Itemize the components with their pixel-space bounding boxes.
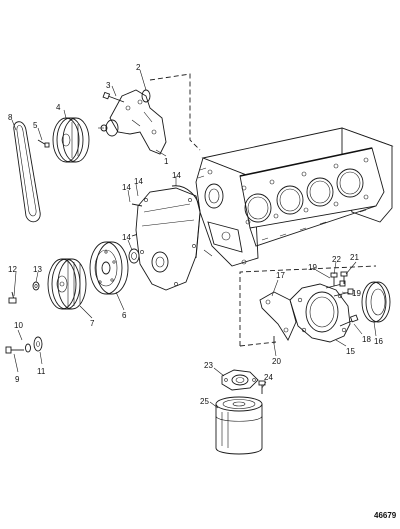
timing-cover-bolt	[131, 203, 143, 207]
water-pump-pulley	[52, 117, 90, 163]
callout-23: 23	[204, 361, 213, 370]
retainer-gasket	[259, 291, 297, 341]
rear-main-seal	[361, 281, 391, 323]
pulley-bolt-12	[8, 291, 17, 304]
balancer-bolt	[5, 346, 24, 354]
callout-19-b: 19	[352, 289, 361, 298]
callout-19-a: 19	[308, 263, 317, 272]
callout-labels: 1 2 3 4 5 6 7 8 9 10 11 12 13 14 14 14 1…	[8, 63, 383, 406]
callout-11: 11	[37, 367, 46, 376]
callout-14-a: 14	[122, 183, 131, 192]
callout-20: 20	[272, 357, 281, 366]
balancer-lock-washer	[25, 343, 31, 353]
callout-24: 24	[264, 373, 273, 382]
callout-18: 18	[362, 335, 371, 344]
callout-15: 15	[346, 347, 355, 356]
callout-13: 13	[33, 265, 42, 274]
pulley-washer	[32, 281, 40, 291]
callout-6: 6	[122, 311, 127, 320]
oil-filter-adapter	[221, 369, 259, 391]
callout-9: 9	[15, 375, 20, 384]
rear-seal-retainer	[289, 283, 351, 343]
callout-16: 16	[374, 337, 383, 346]
callout-14-c: 14	[172, 171, 181, 180]
timing-cover-gasket	[171, 185, 201, 259]
callout-12: 12	[8, 265, 17, 274]
callout-17: 17	[276, 271, 285, 280]
figure-reference-number: 46679	[374, 511, 397, 520]
oil-filter	[215, 396, 263, 455]
drive-belt	[13, 121, 41, 223]
callout-8: 8	[8, 113, 13, 122]
retainer-stud	[339, 314, 359, 327]
callout-25: 25	[200, 397, 209, 406]
retainer-nut	[340, 271, 348, 284]
callout-5: 5	[33, 121, 38, 130]
leader-lines	[11, 69, 377, 409]
callout-3: 3	[106, 81, 111, 90]
callout-10: 10	[14, 321, 23, 330]
callout-1: 1	[164, 157, 169, 166]
crankshaft-seal	[128, 248, 140, 264]
retainer-washer	[330, 272, 338, 286]
callout-7: 7	[90, 319, 95, 328]
retainer-bolts	[325, 280, 354, 297]
callout-14-b: 14	[134, 177, 143, 186]
water-pump	[98, 89, 167, 155]
callout-21: 21	[350, 253, 359, 262]
callout-4: 4	[56, 103, 61, 112]
timing-cover	[135, 187, 201, 291]
balancer-washer	[33, 336, 43, 352]
harmonic-balancer	[89, 241, 129, 295]
callout-22: 22	[332, 255, 341, 264]
callout-2: 2	[136, 63, 141, 72]
pulley-bolt	[37, 139, 50, 148]
crankshaft-pulley	[47, 258, 87, 310]
callout-14-d: 14	[122, 233, 131, 242]
engine-block	[195, 127, 394, 267]
water-pump-bolt	[102, 91, 125, 103]
